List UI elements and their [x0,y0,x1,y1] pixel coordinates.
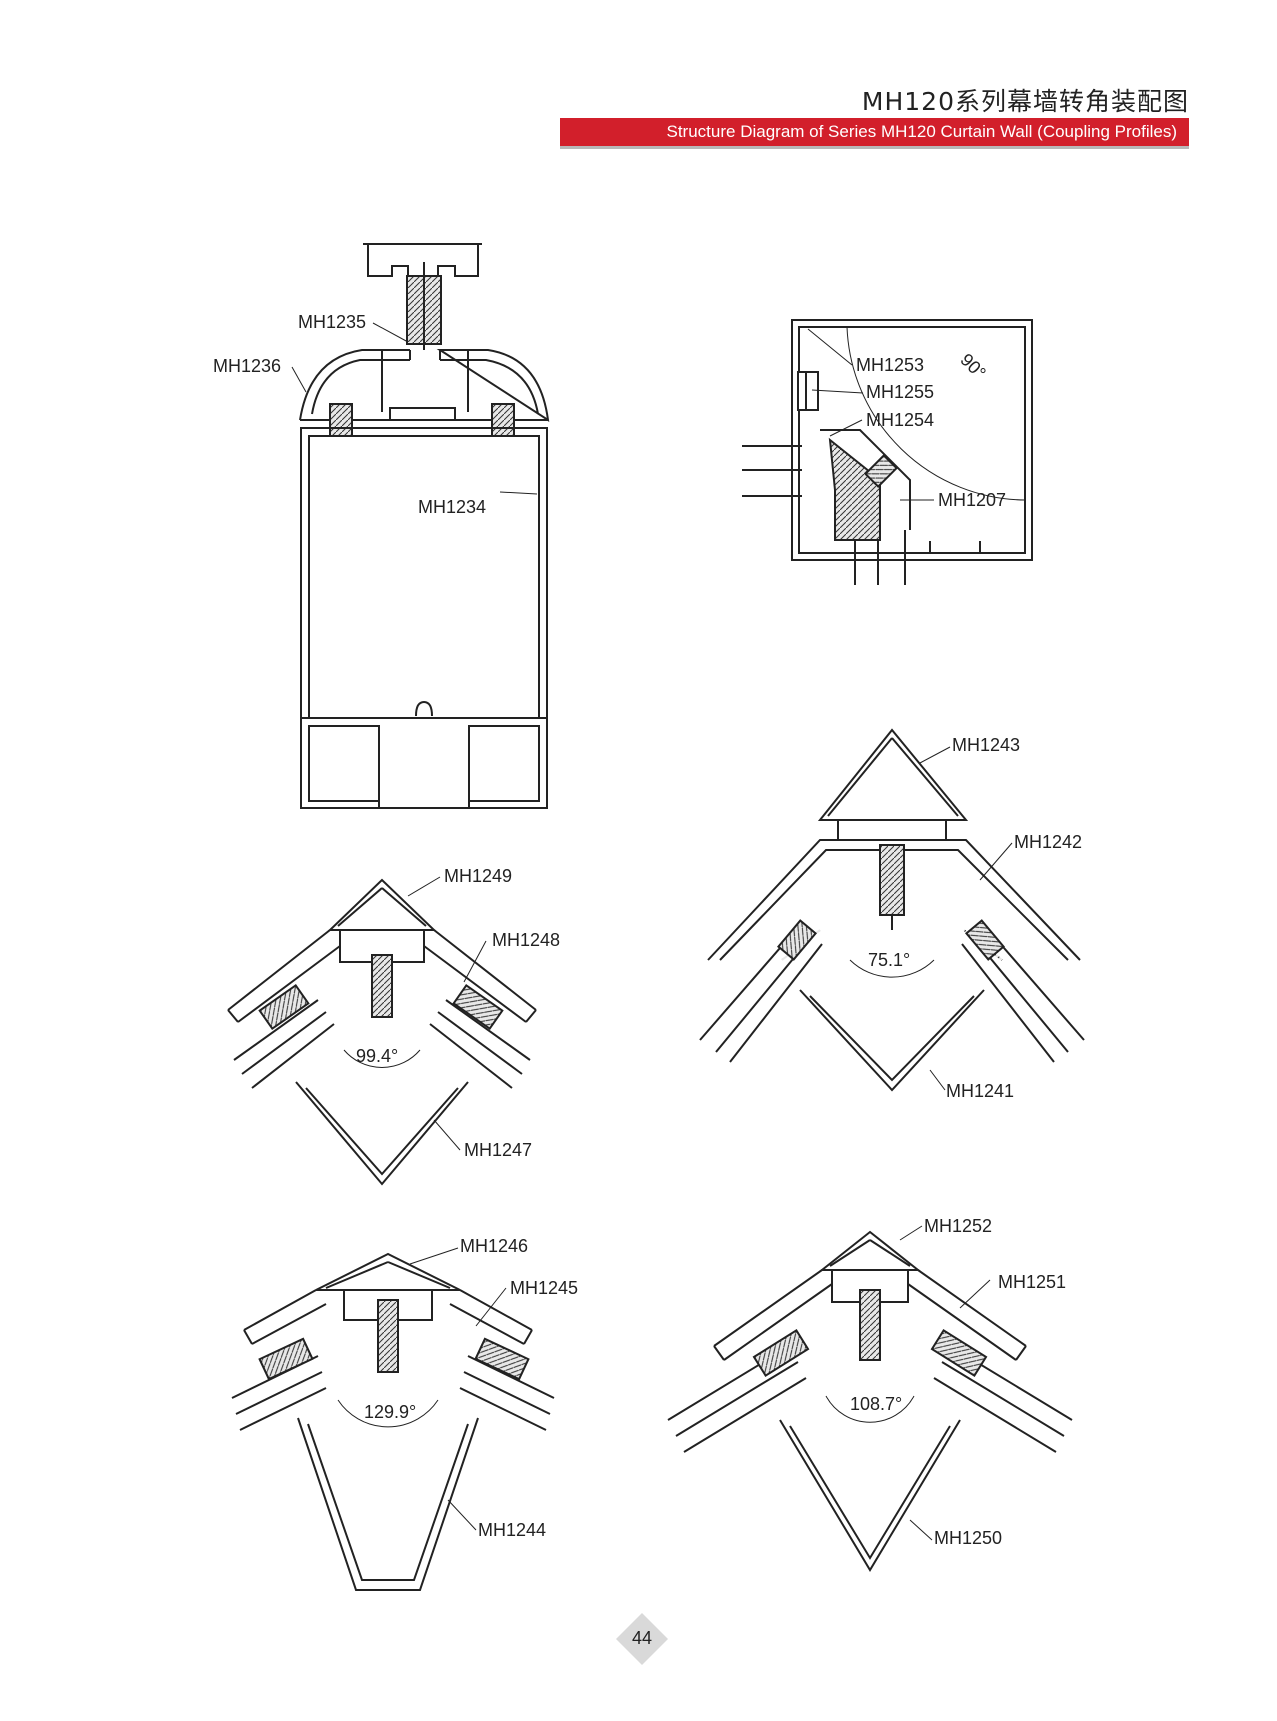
label-mh1248: MH1248 [492,930,560,950]
label-mh1243: MH1243 [952,735,1020,755]
label-mh1236: MH1236 [213,356,281,376]
angle-75: 75.1° [868,950,910,970]
label-mh1207: MH1207 [938,490,1006,510]
corner-90-leaders [807,328,934,501]
corner-99-leaders [407,876,487,1151]
label-mh1251: MH1251 [998,1272,1066,1292]
diamond-icon [616,1613,668,1665]
angle-90: 90° [956,350,989,383]
label-mh1252: MH1252 [924,1216,992,1236]
label-mh1254: MH1254 [866,410,934,430]
angle-99: 99.4° [356,1046,398,1066]
label-mh1249: MH1249 [444,866,512,886]
label-mh1242: MH1242 [1014,832,1082,852]
figure-corner-90 [742,319,1033,585]
figure-corner-129 [231,1252,555,1591]
page-number: 44 [631,1628,653,1648]
label-mh1241: MH1241 [946,1081,1014,1101]
corner-108-leaders [899,1225,991,1541]
figure-corner-108 [667,1230,1073,1572]
label-mh1234: MH1234 [418,497,486,517]
page-title-zh: MH120系列幕墙转角装配图 [861,87,1189,116]
figure-mullion-section [299,243,550,809]
label-mh1255: MH1255 [866,382,934,402]
label-mh1245: MH1245 [510,1278,578,1298]
label-mh1247: MH1247 [464,1140,532,1160]
figure-corner-75 [699,728,1085,1092]
page-number-badge: 44 [614,1611,670,1667]
corner-75-leaders [919,746,1013,1091]
label-mh1250: MH1250 [934,1528,1002,1548]
page-title-en: Structure Diagram of Series MH120 Curtai… [666,122,1178,141]
corner-129-leaders [409,1247,507,1531]
title-banner: Structure Diagram of Series MH120 Curtai… [560,118,1189,146]
angle-108: 108.7° [850,1394,902,1414]
figure-corner-99 [227,878,537,1186]
label-mh1244: MH1244 [478,1520,546,1540]
angle-129: 129.9° [364,1402,416,1422]
label-mh1246: MH1246 [460,1236,528,1256]
label-mh1253: MH1253 [856,355,924,375]
label-mh1235: MH1235 [298,312,366,332]
mullion-leaders [291,322,538,495]
